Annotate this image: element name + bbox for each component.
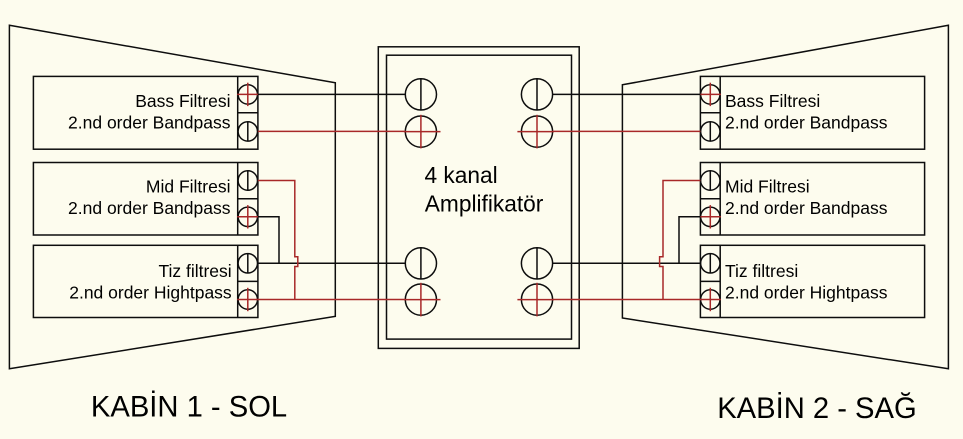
svg-text:2.nd order Bandpass: 2.nd order Bandpass <box>725 198 888 218</box>
svg-text:KABİN 1 - SOL: KABİN 1 - SOL <box>91 391 287 424</box>
svg-text:Bass Filtresi: Bass Filtresi <box>725 91 820 111</box>
svg-text:Mid Filtresi: Mid Filtresi <box>725 177 810 197</box>
svg-text:Amplifikatör: Amplifikatör <box>425 191 544 217</box>
svg-text:2.nd order Bandpass: 2.nd order Bandpass <box>725 113 888 133</box>
svg-text:Bass Filtresi: Bass Filtresi <box>135 91 230 111</box>
svg-text:2.nd order Hightpass: 2.nd order Hightpass <box>69 283 232 303</box>
svg-text:2.nd order Bandpass: 2.nd order Bandpass <box>68 113 231 133</box>
svg-text:4 kanal: 4 kanal <box>425 162 498 188</box>
svg-text:Tiz filtresi: Tiz filtresi <box>158 261 231 281</box>
svg-text:2.nd order Hightpass: 2.nd order Hightpass <box>725 283 888 303</box>
svg-text:KABİN 2 - SAĞ: KABİN 2 - SAĞ <box>717 392 917 425</box>
svg-text:Tiz filtresi: Tiz filtresi <box>725 261 798 281</box>
svg-text:2.nd order Bandpass: 2.nd order Bandpass <box>68 198 231 218</box>
svg-text:Mid Filtresi: Mid Filtresi <box>146 177 231 197</box>
